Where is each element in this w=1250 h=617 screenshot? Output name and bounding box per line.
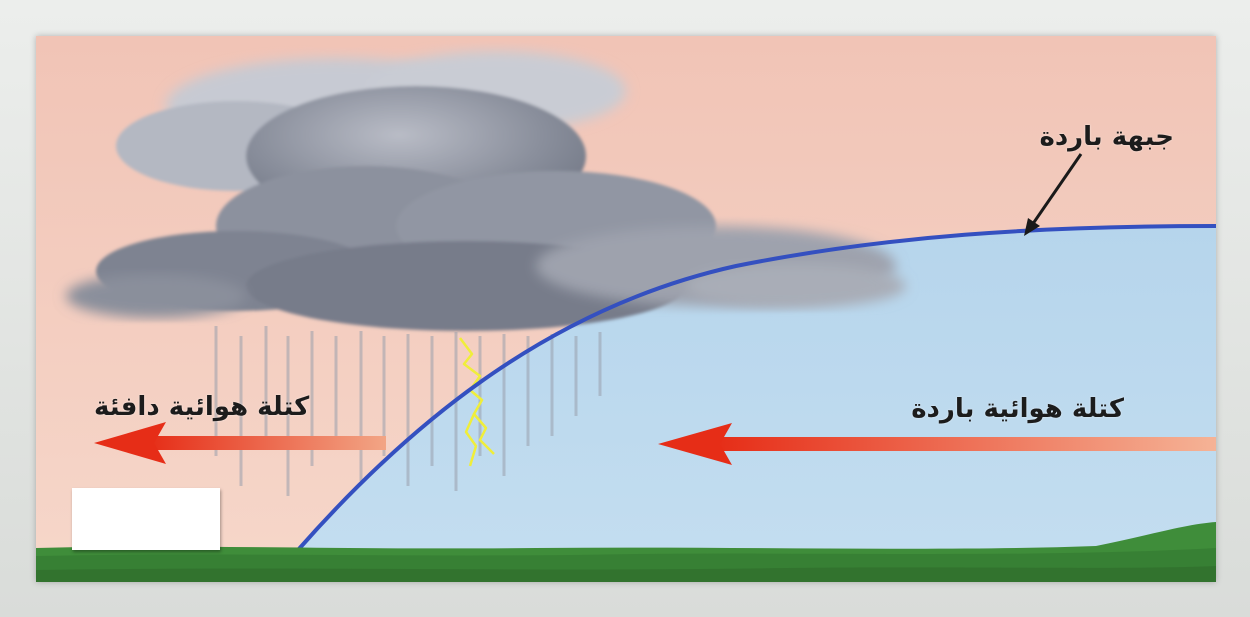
- warm-air-mass-label: كتلة هوائية دافئة: [94, 392, 310, 422]
- storm-cloud-icon: [66, 51, 906, 331]
- cold-front-label: جبهة باردة: [1039, 122, 1174, 152]
- pointer-arrow-icon: [1024, 153, 1083, 236]
- diagram-canvas: [36, 36, 1216, 582]
- cold-air-mass-label: كتلة هوائية باردة: [911, 394, 1124, 424]
- cold-front-diagram: جبهة باردة كتلة هوائية دافئة كتلة هوائية…: [36, 36, 1216, 582]
- cold-air-region: [298, 226, 1216, 582]
- blank-label-box: [72, 488, 220, 550]
- ground: [36, 522, 1216, 582]
- warm-air-arrow: [94, 422, 386, 464]
- cold-air-arrow: [658, 423, 1216, 465]
- cold-front-line: [296, 224, 1216, 552]
- lightning-bolt-icon: [459, 337, 495, 467]
